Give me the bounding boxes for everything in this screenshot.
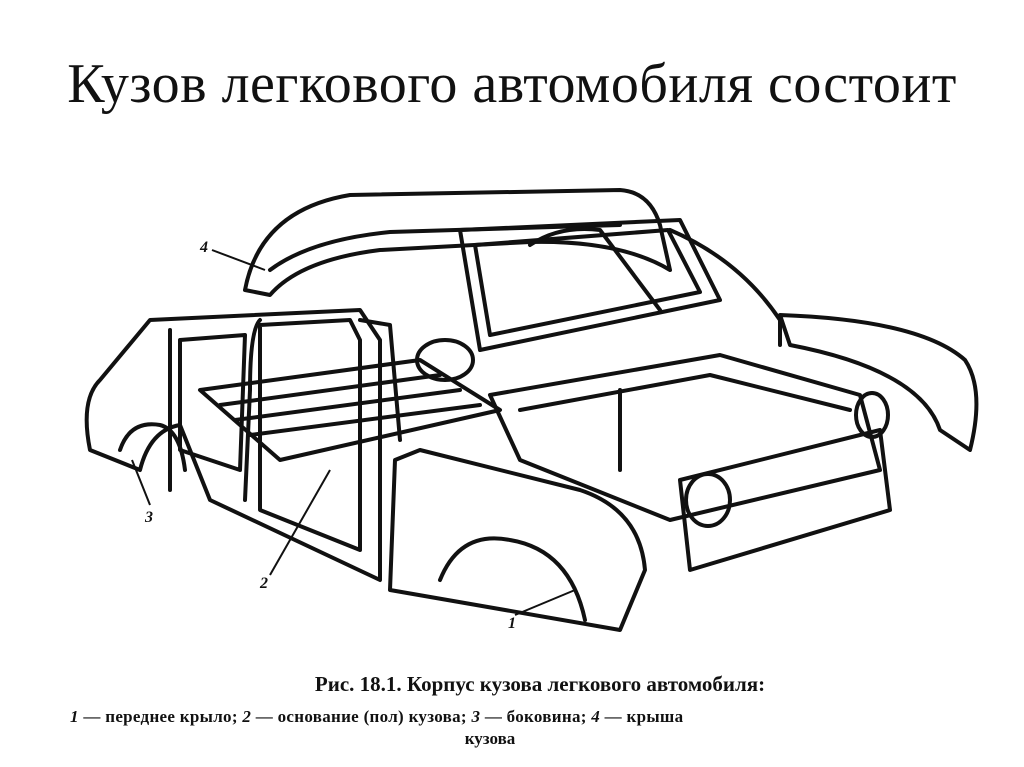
callout-2: 2 [259, 575, 268, 592]
callout-4: 4 [199, 239, 208, 256]
legend-text-1: — переднее крыло; [83, 707, 238, 726]
legend-num-4: 4 [591, 707, 601, 726]
callout-3: 3 [144, 509, 153, 526]
legend-tail: кузова [464, 729, 516, 748]
car-body-drawing: 1 2 3 4 [84, 188, 979, 632]
rear-panel [678, 428, 892, 572]
callout-line-2 [269, 469, 331, 576]
spare-wheel [415, 338, 475, 382]
trunk-box [488, 353, 882, 522]
legend-text-4: — крыша [604, 707, 684, 726]
legend-num-1: 1 [70, 707, 79, 726]
legend-text-2: — основание (пол) кузова; [255, 707, 467, 726]
legend-num-3: 3 [471, 707, 481, 726]
car-body-figure: 1 2 3 4 [60, 170, 990, 650]
figure-caption: Рис. 18.1. Корпус кузова легкового автом… [60, 672, 990, 749]
caption-legend: 1 — переднее крыло; 2 — основание (пол) … [60, 707, 990, 727]
callout-line-4 [211, 249, 266, 271]
rear-lamp-right [854, 391, 890, 439]
roof-panel [243, 188, 672, 297]
floor-pan [198, 358, 502, 462]
front-fender [388, 448, 647, 632]
rear-fender [778, 313, 979, 452]
callout-line-3 [131, 459, 151, 506]
caption-title: Рис. 18.1. Корпус кузова легкового автом… [314, 672, 766, 696]
legend-num-2: 2 [242, 707, 252, 726]
side-panel [84, 308, 382, 582]
rear-lamp-left [684, 472, 732, 528]
callout-1: 1 [508, 615, 516, 632]
rear-window-frame [458, 218, 722, 352]
slide-title: Кузов легкового автомобиля состоит [67, 53, 957, 115]
callout-line-1 [514, 589, 576, 616]
legend-text-3: — боковина; [484, 707, 587, 726]
